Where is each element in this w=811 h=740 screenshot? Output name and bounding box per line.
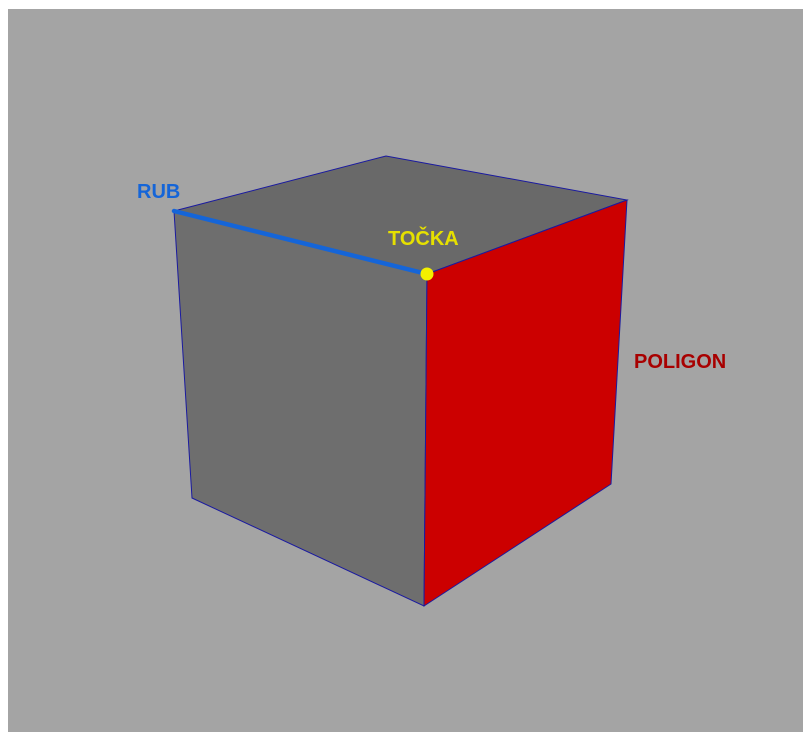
cube-right-face-polygon	[423, 199, 628, 607]
cube-left-face	[173, 210, 428, 607]
highlighted-vertex	[420, 267, 434, 281]
edge-label: RUB	[137, 181, 180, 203]
vertex-label: TOČKA	[388, 226, 459, 250]
polygon-label: POLIGON	[634, 351, 726, 373]
highlighted-edge	[171, 208, 430, 277]
